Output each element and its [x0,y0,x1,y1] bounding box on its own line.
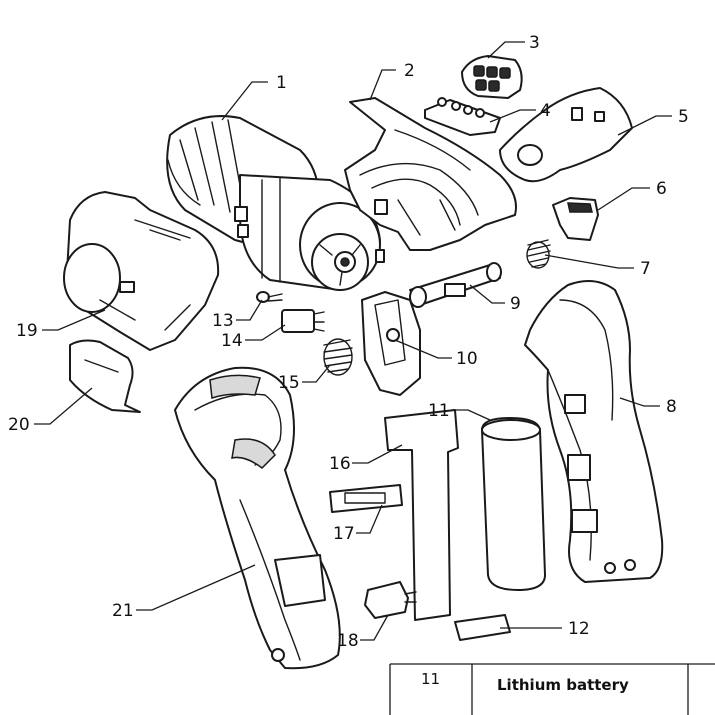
part-5-rear-cover [499,87,633,183]
leader-3 [487,41,525,59]
part-4-switch-board [424,97,501,136]
part-17-terminal-plate [329,484,403,513]
part-7-spring [526,239,551,269]
leader-14 [245,324,286,341]
label-part-8: 8 [666,397,677,417]
part-20-lens-cover [69,339,141,413]
part-10-terminal-holder [361,291,421,396]
part-12-insulation-pad [454,614,511,641]
leader-21 [136,564,256,611]
leader-6 [597,187,650,211]
part-18-charging-socket [364,581,417,619]
leader-7 [544,254,634,269]
label-part-14: 14 [221,331,243,351]
label-part-3: 3 [529,33,540,53]
leader-lines [34,41,672,641]
leader-1 [221,81,268,121]
leader-2 [369,69,396,101]
leader-20 [34,387,93,425]
label-part-13: 13 [212,311,234,331]
label-part-15: 15 [278,373,300,393]
label-part-21: 21 [112,601,134,621]
leader-19 [42,309,106,331]
label-part-18: 18 [337,631,359,651]
part-19-front-housing [63,191,220,351]
part-15-spring [323,338,353,376]
leader-5 [617,115,672,136]
leader-4 [489,109,536,123]
label-part-17: 17 [333,524,355,544]
leader-10 [394,339,452,359]
label-part-7: 7 [640,259,651,279]
leader-15 [302,364,331,383]
label-part-20: 20 [8,415,30,435]
callout-numbers: 1 2 3 4 5 6 7 8 9 10 11 12 13 14 15 16 1… [8,33,689,651]
leader-16 [352,444,403,464]
label-part-9: 9 [510,294,521,314]
label-part-5: 5 [678,107,689,127]
part-11-battery-cell [481,417,546,591]
leader-13 [236,299,263,321]
part-13-led [256,291,283,303]
label-part-16: 16 [329,454,351,474]
leader-18 [360,614,389,641]
leader-8 [619,397,660,407]
label-part-11: 11 [428,401,450,421]
part-14-switch [281,309,325,333]
part-9-bracket [409,262,502,308]
label-part-2: 2 [404,61,415,81]
part-1-gearbox-motor [166,115,385,291]
label-part-6: 6 [656,179,667,199]
part-6-direction-switch [552,197,599,241]
table-row-description: Lithium battery [497,676,629,694]
part-21-left-handle-half [174,366,341,670]
part-16-battery-board [384,409,459,621]
part-2-upper-housing [344,97,517,251]
leader-17 [356,504,383,534]
label-part-19: 19 [16,321,38,341]
part-8-right-handle-half [524,280,664,583]
parts-table: 11 Lithium battery [389,663,715,715]
label-part-4: 4 [540,101,551,121]
label-part-10: 10 [456,349,478,369]
leader-11 [452,409,491,421]
part-3-switch-button [461,55,523,99]
label-part-1: 1 [276,73,287,93]
leader-9 [469,284,505,304]
label-part-12: 12 [568,619,590,639]
table-row-number: 11 [421,670,440,688]
